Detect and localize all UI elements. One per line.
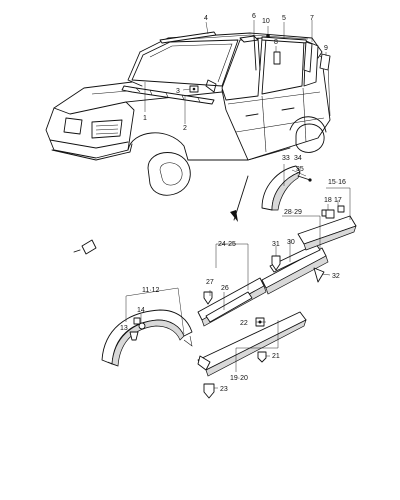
label-part-19-20: 19·20 [230,375,248,382]
label-part-1: 1 [143,115,147,122]
rocker-molding-part [197,311,307,377]
label-part-5: 5 [282,15,286,22]
label-part-32: 32 [332,273,340,280]
front-fender-flare-part [101,309,193,367]
clip-part-3 [189,85,199,93]
label-part-30: 30 [287,239,295,246]
label-part-24-25: 24·25 [218,241,236,248]
label-part-14: 14 [137,307,145,314]
label-part-8: 8 [274,39,278,46]
front-direction-arrow-icon [73,239,97,255]
mud-guard-clip-part [313,267,325,283]
label-part-23: 23 [220,386,228,393]
label-part-21: 21 [272,353,280,360]
label-part-35: 35 [296,166,304,173]
label-part-4: 4 [204,15,208,22]
label-part-10: 10 [262,18,270,25]
label-part-33: 33 [282,155,290,162]
pillar-molding-part [266,34,331,73]
front-door-molding-part [197,277,267,327]
rear-quarter-molding-part [297,205,357,251]
label-part-15-16: 15·16 [328,179,346,186]
label-part-13: 13 [120,325,128,332]
label-part-7: 7 [310,15,314,22]
label-part-17: 17 [334,197,342,204]
label-part-27: 27 [206,279,214,286]
reference-arrow [230,175,249,222]
label-part-31: 31 [272,241,280,248]
part-number-labels: 1 2 3 4 5 6 7 8 9 10 11·12 13 14 15·16 1… [120,13,346,393]
label-part-18: 18 [324,197,332,204]
rear-door-molding-part [261,243,329,295]
label-part-2: 2 [183,125,187,132]
label-part-26: 26 [221,285,229,292]
label-part-11-12: 11·12 [142,287,159,294]
leader-lines [125,20,351,389]
label-part-6: 6 [252,13,256,20]
label-part-22: 22 [240,320,248,327]
rear-arch-trim-part [261,165,312,211]
roof-molding-part [159,31,308,71]
label-part-9: 9 [324,45,328,52]
label-part-28-29: 28·29 [284,209,302,216]
label-part-3: 3 [176,88,180,95]
label-part-34: 34 [294,155,302,162]
